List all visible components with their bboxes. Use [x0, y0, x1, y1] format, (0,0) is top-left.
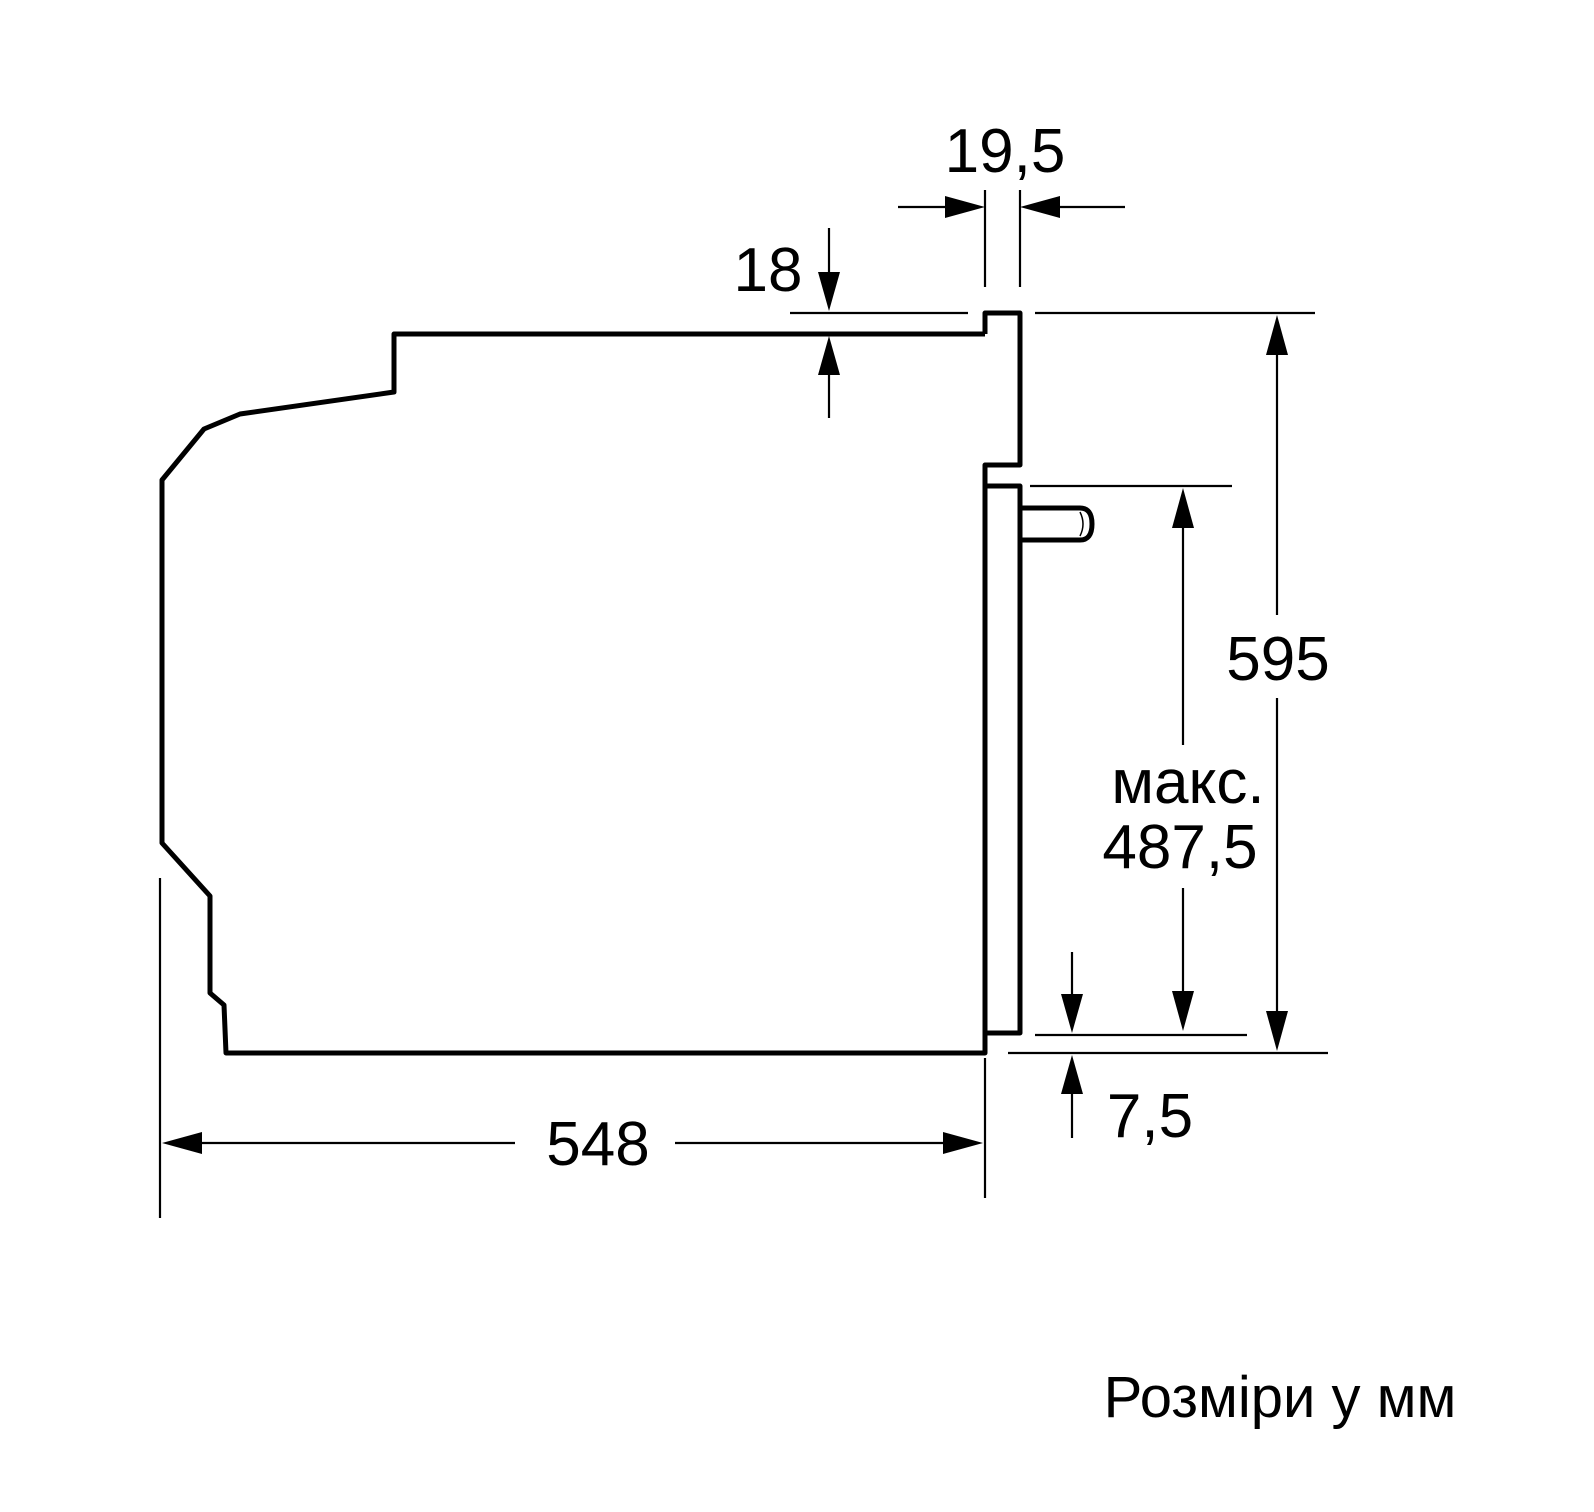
label-top-offset: 18: [734, 236, 803, 305]
dimension-height: 595: [1008, 311, 1330, 1055]
label-max-height: 487,5: [1102, 813, 1257, 882]
label-bottom-offset: 7,5: [1107, 1082, 1193, 1151]
door-lower-panel: [982, 483, 1023, 1036]
knob: [1020, 505, 1095, 543]
door-upper-panel: [982, 310, 1023, 486]
label-max: макс.: [1111, 748, 1264, 817]
label-depth: 548: [546, 1110, 649, 1179]
dimension-door-thickness: 19,5: [898, 117, 1125, 287]
knob-highlight: [1079, 511, 1084, 537]
label-door-thickness: 19,5: [945, 117, 1066, 186]
dimension-max-height: макс. 487,5: [1030, 484, 1265, 1031]
dimension-depth: 548: [158, 878, 987, 1218]
dimension-top-offset: 18: [734, 228, 968, 418]
dimension-bottom-offset: 7,5: [1035, 952, 1247, 1151]
label-height: 595: [1226, 625, 1329, 694]
caption: Розміри у мм: [1104, 1365, 1457, 1430]
oven-body-outline: [159, 331, 988, 1056]
